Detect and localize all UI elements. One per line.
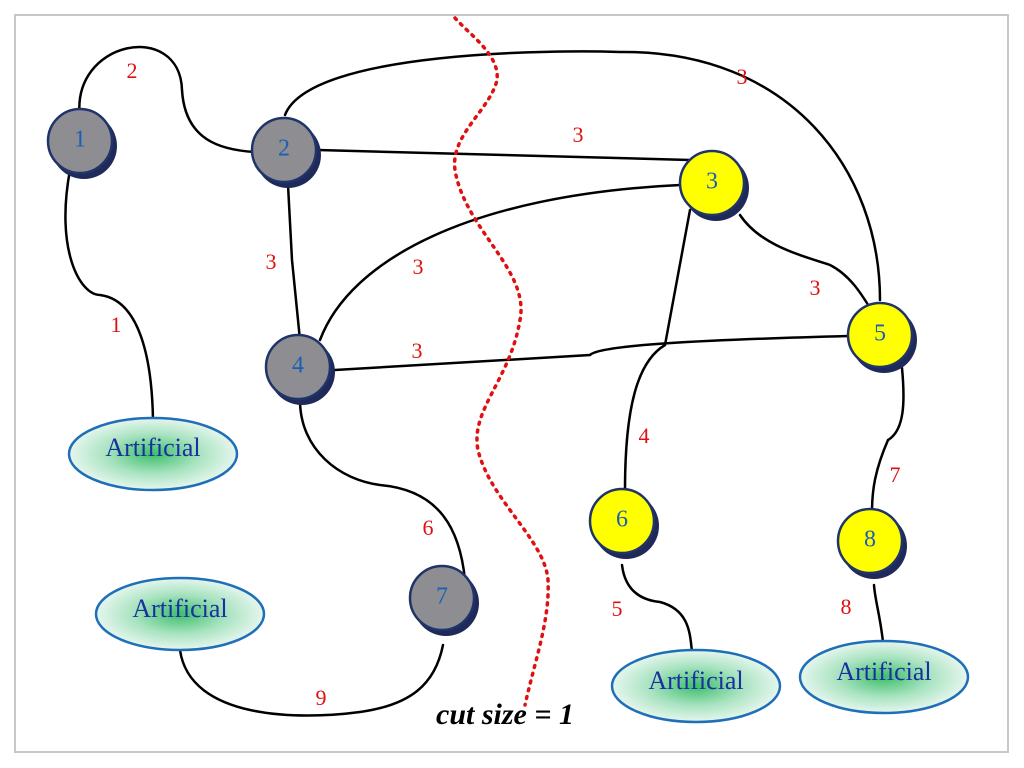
artificial-label: Artificial xyxy=(836,657,931,686)
edge-1-2 xyxy=(78,45,257,154)
weight-labels: 2 3 3 3 3 3 3 1 4 6 5 7 8 9 xyxy=(111,58,901,710)
artificial-ellipse xyxy=(610,648,782,724)
graph-node-6: 6 xyxy=(588,487,659,559)
weight-label: 9 xyxy=(316,685,327,710)
node-label: 1 xyxy=(74,127,86,153)
edge-2-5 xyxy=(283,50,882,302)
graph-node-7: 7 xyxy=(408,564,479,636)
weight-label: 3 xyxy=(412,338,423,363)
weight-label: 6 xyxy=(423,515,434,540)
edge-1-artificial xyxy=(64,168,155,422)
weight-label: 3 xyxy=(737,64,748,89)
graph-node-3: 3 xyxy=(678,149,749,221)
weight-label: 4 xyxy=(639,423,650,448)
node-circle xyxy=(846,301,914,369)
weight-label: 3 xyxy=(810,275,821,300)
cut-line xyxy=(452,16,550,707)
weight-label: 3 xyxy=(573,122,584,147)
node-circle xyxy=(588,487,656,555)
edge-6-artificial xyxy=(620,563,694,654)
edge-3-6 xyxy=(623,208,692,492)
node-label: 7 xyxy=(436,584,448,610)
node-label: 6 xyxy=(616,507,628,533)
weight-label: 2 xyxy=(127,58,138,83)
graph-node-8: 8 xyxy=(836,507,907,579)
node-label: 3 xyxy=(706,169,718,195)
edge-3-5 xyxy=(738,213,872,310)
artificial-node: Artificial xyxy=(67,416,239,492)
artificial-ellipse xyxy=(67,416,239,492)
edge-5-8 xyxy=(870,366,905,514)
artificial-label: Artificial xyxy=(105,433,200,462)
edges xyxy=(64,45,905,717)
node-label: 4 xyxy=(292,353,304,379)
node-circle xyxy=(678,149,746,217)
cut-size-caption: cut size = 1 xyxy=(436,698,574,731)
edge-4-3 xyxy=(318,183,682,342)
edge-artificial-7 xyxy=(178,643,445,717)
edge-4-5 xyxy=(333,334,850,372)
graph-node-1: 1 xyxy=(46,107,117,179)
node-circle xyxy=(250,116,318,184)
weight-label: 3 xyxy=(266,249,277,274)
artificial-node: Artificial xyxy=(610,648,782,724)
weight-label: 3 xyxy=(413,254,424,279)
node-label: 2 xyxy=(278,136,290,162)
artificial-node: Artificial xyxy=(798,639,970,715)
node-circle xyxy=(836,507,904,575)
artificial-node: Artificial xyxy=(94,576,266,652)
graph-node-4: 4 xyxy=(264,333,335,405)
artificial-ellipse xyxy=(94,576,266,652)
weight-label: 8 xyxy=(841,594,852,619)
artificial-label: Artificial xyxy=(648,666,743,695)
artificial-ellipse xyxy=(798,639,970,715)
edge-2-4 xyxy=(286,183,302,342)
weight-label: 1 xyxy=(111,312,122,337)
node-circle xyxy=(408,564,476,632)
edge-8-artificial xyxy=(872,583,885,644)
node-circle xyxy=(264,333,332,401)
node-label: 8 xyxy=(864,527,876,553)
weight-label: 7 xyxy=(890,462,901,487)
node-circle xyxy=(46,107,114,175)
graph-node-5: 5 xyxy=(846,301,917,373)
edge-2-3 xyxy=(316,148,692,162)
node-label: 5 xyxy=(874,321,886,347)
edge-4-7 xyxy=(298,398,467,582)
artificial-label: Artificial xyxy=(132,594,227,623)
weight-label: 5 xyxy=(612,596,623,621)
graph-node-2: 2 xyxy=(250,116,321,188)
